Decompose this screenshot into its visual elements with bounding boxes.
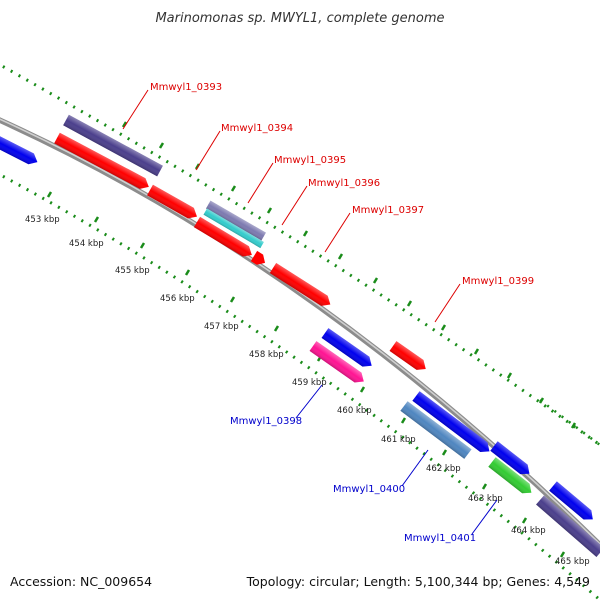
gene-feature[interactable]	[321, 328, 376, 371]
ruler-label: 460 kbp	[337, 406, 372, 416]
gene-label-0401[interactable]: Mmwyl1_0401	[404, 533, 476, 544]
callout-line	[324, 212, 351, 253]
gene-feature[interactable]	[63, 114, 163, 177]
inner-tick	[229, 296, 236, 303]
outer-tick	[121, 121, 128, 128]
inner-tick	[139, 242, 146, 249]
outer-tick	[266, 207, 273, 214]
inner-tick	[481, 483, 488, 490]
gene-feature[interactable]	[203, 208, 264, 249]
inner-tick	[93, 216, 100, 223]
inner-tick	[184, 269, 191, 276]
gene-feature[interactable]	[536, 495, 600, 558]
reverse-label-lines	[295, 384, 498, 535]
callout-line	[295, 384, 323, 419]
inner-tick	[400, 417, 407, 424]
inner-guide-ring	[0, 172, 600, 600]
outer-tick	[337, 253, 344, 260]
ruler-label: 454 kbp	[69, 239, 104, 249]
gene-feature[interactable]	[488, 457, 535, 497]
callout-line	[195, 130, 221, 171]
ruler-label: 457 kbp	[204, 322, 239, 332]
ruler-label: 465 kbp	[555, 557, 590, 567]
gene-feature[interactable]	[490, 441, 533, 478]
gene-feature[interactable]	[147, 184, 200, 222]
callout-line	[401, 449, 429, 487]
gene-feature[interactable]	[269, 262, 334, 310]
gene-feature[interactable]	[400, 401, 472, 459]
gene-feature[interactable]	[206, 200, 266, 241]
inner-tick	[46, 191, 53, 198]
inner-tick	[559, 551, 566, 558]
outer-edge-ring	[539, 399, 600, 447]
gene-label-0398[interactable]: Mmwyl1_0398	[230, 416, 302, 427]
gene-label-0400[interactable]: Mmwyl1_0400	[333, 484, 405, 495]
gene-feature[interactable]	[54, 132, 151, 192]
map-title: Marinomonas sp. MWYL1, complete genome	[155, 11, 444, 26]
gene-feature[interactable]	[250, 250, 268, 268]
callout-line	[471, 499, 498, 535]
gene-feature[interactable]	[412, 391, 493, 456]
outer-tick	[194, 163, 201, 170]
gene-feature[interactable]	[309, 341, 368, 386]
gene-feature[interactable]	[389, 341, 430, 374]
gene-feature[interactable]	[193, 216, 255, 260]
callout-line	[122, 89, 149, 130]
ruler-label: 456 kbp	[160, 294, 195, 304]
gene-feature[interactable]	[0, 132, 40, 167]
gene-feature[interactable]	[549, 481, 597, 524]
outer-tick	[158, 142, 165, 149]
outer-tick	[440, 324, 447, 331]
inner-tick-marks	[46, 191, 566, 558]
ruler-label: 462 kbp	[426, 464, 461, 474]
outer-tick	[372, 277, 379, 284]
inner-tick	[521, 517, 528, 524]
ruler-labels: 453 kbp 454 kbp 455 kbp 456 kbp 457 kbp …	[25, 215, 590, 567]
callout-line	[247, 162, 274, 204]
callout-line	[434, 283, 461, 323]
gene-label-0393[interactable]: Mmwyl1_0393	[150, 82, 222, 93]
ruler-label: 455 kbp	[115, 266, 150, 276]
callout-line	[281, 185, 308, 226]
outer-tick	[302, 230, 309, 237]
genome-summary-text: Topology: circular; Length: 5,100,344 bp…	[246, 574, 590, 589]
ruler-label: 463 kbp	[468, 494, 503, 504]
gene-label-0399[interactable]: Mmwyl1_0399	[462, 276, 534, 287]
gene-features	[0, 114, 600, 558]
outer-tick	[230, 185, 237, 192]
outer-tick	[570, 422, 577, 429]
ruler-label: 464 kbp	[511, 526, 546, 536]
outer-tick	[406, 300, 413, 307]
forward-label-lines	[122, 89, 461, 323]
inner-tick	[441, 449, 448, 456]
gene-label-0394[interactable]: Mmwyl1_0394	[221, 123, 293, 134]
outer-guide-ring	[0, 63, 600, 447]
ruler-label: 458 kbp	[249, 350, 284, 360]
ruler-label: 459 kbp	[292, 378, 327, 388]
ruler-label: 461 kbp	[381, 435, 416, 445]
ruler-label: 453 kbp	[25, 215, 60, 225]
accession-text: Accession: NC_009654	[10, 574, 152, 589]
outer-tick	[506, 372, 513, 379]
gene-label-0397[interactable]: Mmwyl1_0397	[352, 205, 424, 216]
gene-label-0395[interactable]: Mmwyl1_0395	[274, 155, 346, 166]
inner-tick	[359, 386, 366, 393]
outer-tick	[473, 348, 480, 355]
outer-tick-marks	[121, 121, 577, 429]
inner-tick	[273, 325, 280, 332]
gene-label-0396[interactable]: Mmwyl1_0396	[308, 178, 380, 189]
